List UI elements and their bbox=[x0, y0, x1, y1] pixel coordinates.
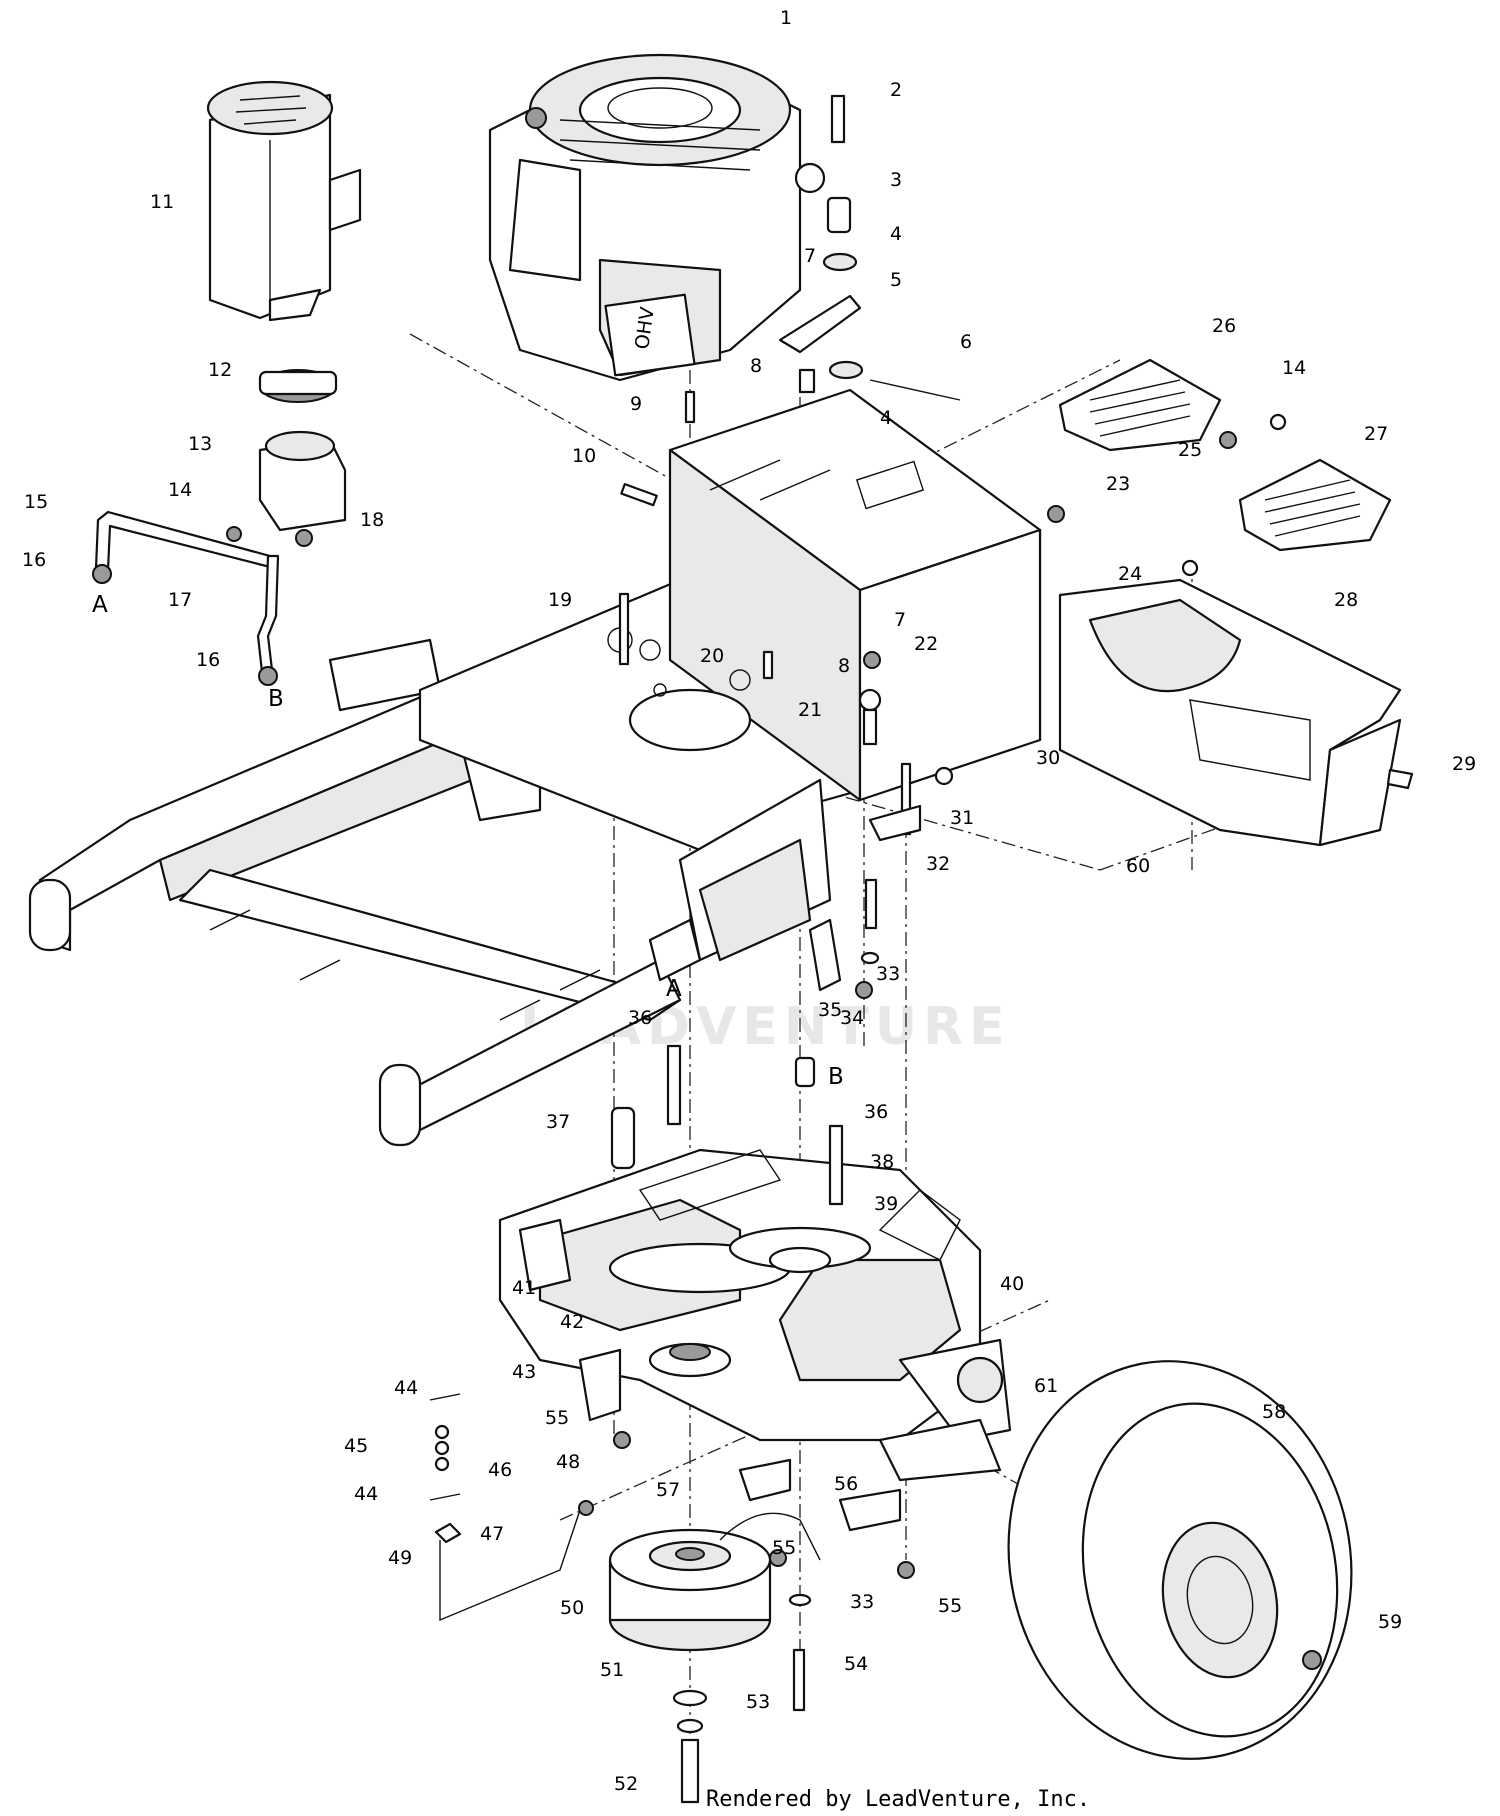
part-callout-34: 34 bbox=[840, 1007, 864, 1029]
part-callout-14: 14 bbox=[168, 479, 192, 501]
part-callout-16: 16 bbox=[22, 549, 46, 571]
part-callout-27: 27 bbox=[1364, 423, 1388, 445]
part-callout-20: 20 bbox=[700, 645, 724, 667]
part-callout-18: 18 bbox=[360, 509, 384, 531]
frame-post-right bbox=[378, 1063, 422, 1147]
part-callout-3: 3 bbox=[890, 169, 902, 191]
part-callout-50: 50 bbox=[560, 1597, 584, 1619]
rear-tire bbox=[1007, 1360, 1353, 1760]
part-callout-4: 4 bbox=[880, 407, 892, 429]
part-callout-44: 44 bbox=[394, 1377, 418, 1399]
part-callout-33: 33 bbox=[876, 963, 900, 985]
part-callout-33: 33 bbox=[850, 1591, 874, 1613]
part-callout-32: 32 bbox=[926, 853, 950, 875]
part-callout-31: 31 bbox=[950, 807, 974, 829]
part-callout-9: 9 bbox=[630, 393, 642, 415]
part-callout-13: 13 bbox=[188, 433, 212, 455]
part-callout-26: 26 bbox=[1212, 315, 1236, 337]
part-callout-61: 61 bbox=[1034, 1375, 1058, 1397]
part-callout-7: 7 bbox=[894, 609, 906, 631]
part-callout-1: 1 bbox=[780, 7, 792, 29]
section-tag-layer: A B A B bbox=[92, 592, 844, 1090]
linkage bbox=[429, 1393, 594, 1622]
part-callout-23: 23 bbox=[1106, 473, 1130, 495]
clutch bbox=[608, 1512, 821, 1804]
part-callout-41: 41 bbox=[512, 1277, 536, 1299]
muffler bbox=[206, 80, 362, 322]
part-callout-40: 40 bbox=[1000, 1273, 1024, 1295]
part-callout-30: 30 bbox=[1036, 747, 1060, 769]
part-callout-22: 22 bbox=[914, 633, 938, 655]
part-callout-11: 11 bbox=[150, 191, 174, 213]
part-callout-43: 43 bbox=[512, 1361, 536, 1383]
section-tag-A: A bbox=[92, 592, 108, 618]
part-callout-10: 10 bbox=[572, 445, 596, 467]
section-tag-A: A bbox=[666, 976, 682, 1002]
part-callout-29: 29 bbox=[1452, 753, 1476, 775]
part-callout-17: 17 bbox=[168, 589, 192, 611]
part-callout-60: 60 bbox=[1126, 855, 1150, 877]
reservoir-assembly bbox=[92, 369, 347, 686]
part-callout-53: 53 bbox=[746, 1691, 770, 1713]
part-callout-37: 37 bbox=[546, 1111, 570, 1133]
part-callout-25: 25 bbox=[1178, 439, 1202, 461]
part-callout-36: 36 bbox=[628, 1007, 652, 1029]
callout-layer: 1234567849101112131415161718161920782221… bbox=[22, 7, 1476, 1795]
chassis-deck bbox=[418, 388, 1042, 992]
part-callout-12: 12 bbox=[208, 359, 232, 381]
part-callout-44: 44 bbox=[354, 1483, 378, 1505]
part-callout-16: 16 bbox=[196, 649, 220, 671]
part-callout-52: 52 bbox=[614, 1773, 638, 1795]
footer-credit: Rendered by LeadVenture, Inc. bbox=[706, 1787, 1090, 1812]
part-callout-21: 21 bbox=[798, 699, 822, 721]
part-callout-57: 57 bbox=[656, 1479, 680, 1501]
part-callout-46: 46 bbox=[488, 1459, 512, 1481]
part-callout-48: 48 bbox=[556, 1451, 580, 1473]
part-callout-4: 4 bbox=[890, 223, 902, 245]
belt-guard bbox=[1058, 578, 1402, 847]
part-callout-14: 14 bbox=[1282, 357, 1306, 379]
section-tag-B: B bbox=[828, 1064, 844, 1090]
part-callout-2: 2 bbox=[890, 79, 902, 101]
part-callout-55: 55 bbox=[938, 1595, 962, 1617]
hardware bbox=[610, 94, 1414, 1579]
part-callout-5: 5 bbox=[890, 269, 902, 291]
part-callout-42: 42 bbox=[560, 1311, 584, 1333]
part-callout-35: 35 bbox=[818, 999, 842, 1021]
heat-shields bbox=[1058, 358, 1392, 577]
part-callout-38: 38 bbox=[870, 1151, 894, 1173]
part-callout-59: 59 bbox=[1378, 1611, 1402, 1633]
part-callout-58: 58 bbox=[1262, 1401, 1286, 1423]
section-tag-B: B bbox=[268, 686, 284, 712]
part-callout-39: 39 bbox=[874, 1193, 898, 1215]
part-callout-7: 7 bbox=[804, 245, 816, 267]
part-callout-8: 8 bbox=[750, 355, 762, 377]
part-callout-28: 28 bbox=[1334, 589, 1358, 611]
frame-post-left bbox=[28, 878, 72, 952]
part-callout-51: 51 bbox=[600, 1659, 624, 1681]
part-callout-24: 24 bbox=[1118, 563, 1142, 585]
engine: OHV bbox=[488, 53, 826, 382]
part-callout-54: 54 bbox=[844, 1653, 868, 1675]
part-callout-55: 55 bbox=[772, 1537, 796, 1559]
part-callout-56: 56 bbox=[834, 1473, 858, 1495]
part-callout-6: 6 bbox=[960, 331, 972, 353]
part-callout-19: 19 bbox=[548, 589, 572, 611]
part-callout-8: 8 bbox=[838, 655, 850, 677]
part-callout-15: 15 bbox=[24, 491, 48, 513]
part-callout-36: 36 bbox=[864, 1101, 888, 1123]
part-callout-49: 49 bbox=[388, 1547, 412, 1569]
part-callout-45: 45 bbox=[344, 1435, 368, 1457]
part-callout-47: 47 bbox=[480, 1523, 504, 1545]
drive-transmissions bbox=[498, 1148, 1012, 1532]
part-callout-55: 55 bbox=[545, 1407, 569, 1429]
